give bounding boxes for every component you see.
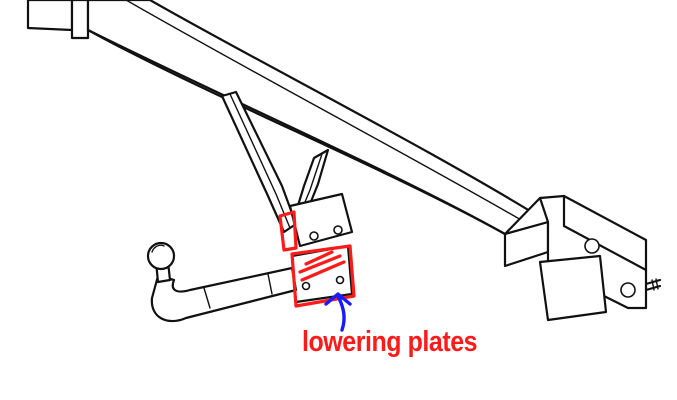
tow-arm xyxy=(150,266,298,323)
bracket-bolt-upper xyxy=(584,238,600,254)
bracket-bolt-lower xyxy=(620,282,636,298)
pointer-arrow xyxy=(324,292,352,332)
right-mounting-bracket xyxy=(503,194,662,310)
left-end-bracket xyxy=(26,0,90,40)
lowering-plate xyxy=(290,244,354,304)
lowering-plates-label: lowering plates xyxy=(302,326,478,358)
lowering-plate-highlight xyxy=(278,210,356,308)
tow-ball xyxy=(146,241,176,284)
upper-mount-plate xyxy=(288,192,354,248)
flap-plate xyxy=(538,254,608,322)
